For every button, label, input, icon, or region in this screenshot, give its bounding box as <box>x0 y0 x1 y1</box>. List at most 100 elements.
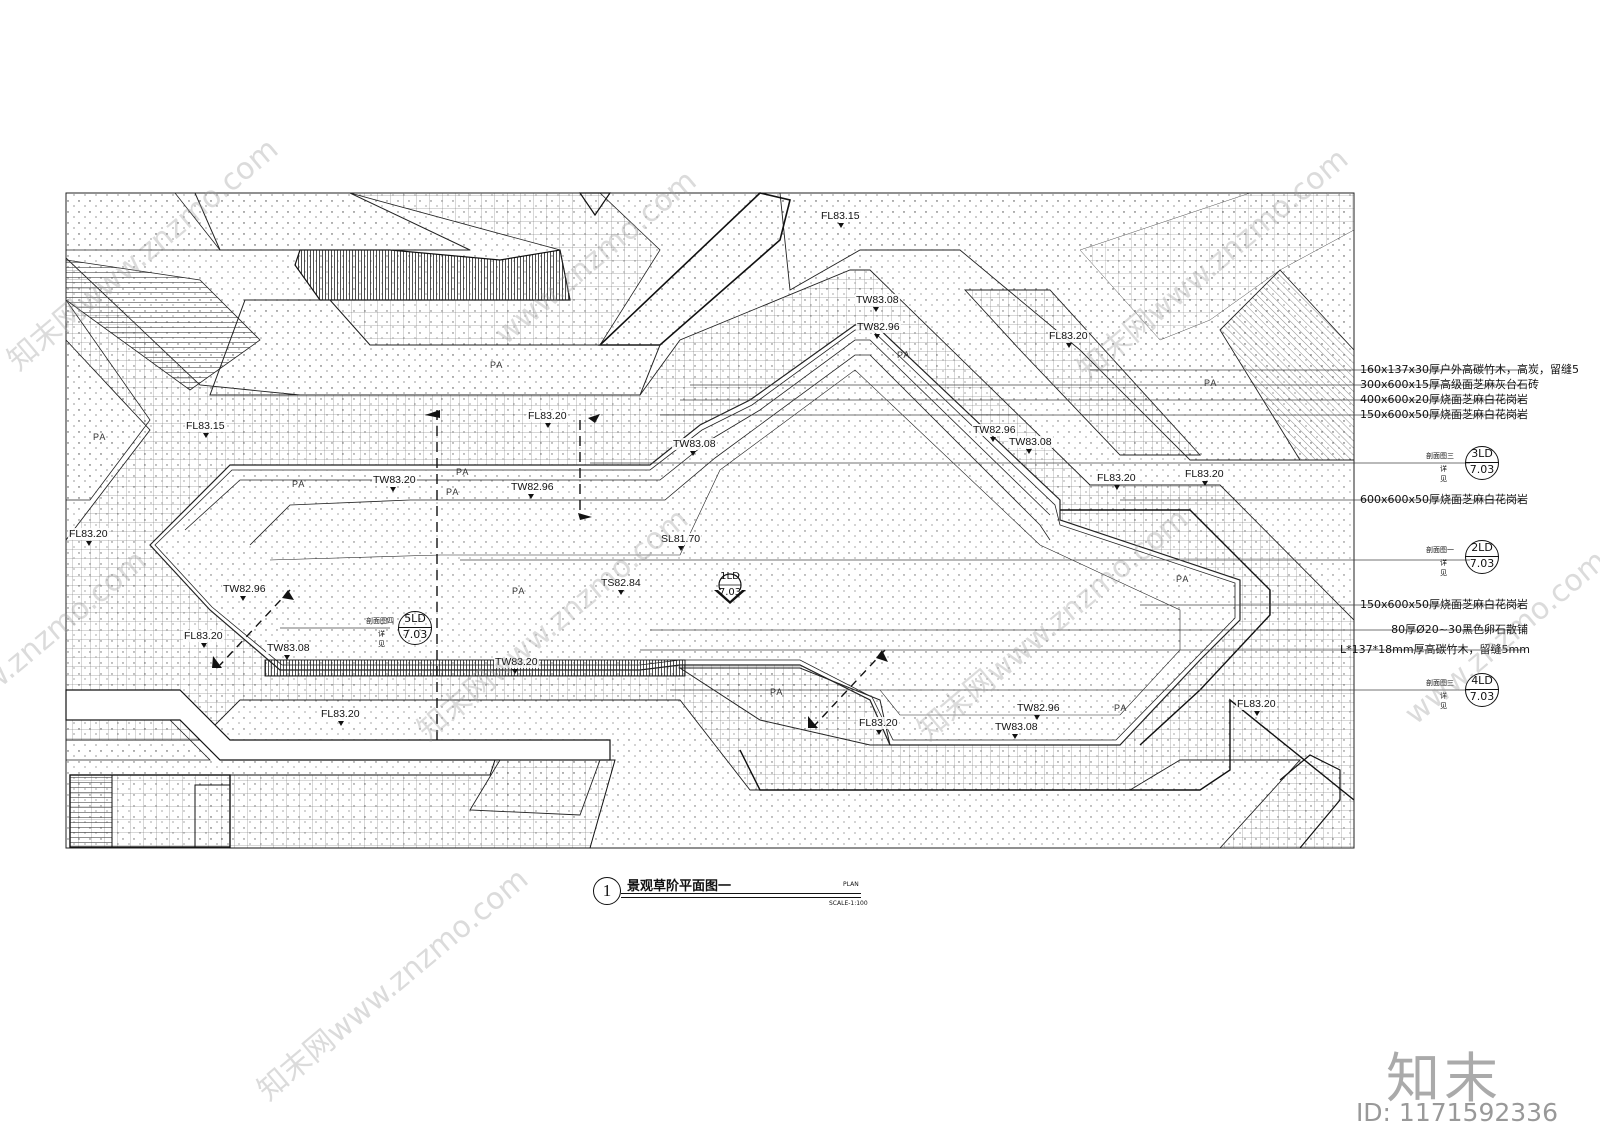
section-mark-bottom: 7.03 <box>1469 690 1495 703</box>
elevation-label-sl: SL81.70 <box>660 533 702 545</box>
elevation-marker-icon <box>203 433 209 438</box>
elevation-label-tw-11: TW82.96 <box>1016 702 1061 714</box>
bottom-center-planter <box>469 759 601 816</box>
elevation-marker-icon <box>1254 711 1260 716</box>
index-mark: 1LD 7.03 <box>712 568 752 608</box>
drawing-title-block: 1 景观草阶平面图一 PLAN SCALE-1:100 <box>593 873 883 913</box>
elevation-marker-icon <box>618 590 624 595</box>
elevation-marker-icon <box>1114 485 1120 490</box>
brand-id: ID: 1171592336 <box>1355 1098 1558 1127</box>
elevation-marker-icon <box>528 494 534 499</box>
elevation-label-tw-4: TW82.96 <box>972 424 1017 436</box>
callout-text: 300x600x15厚高级面芝麻灰台石砖 <box>1360 378 1540 391</box>
index-mark-bottom: 7.03 <box>718 587 742 598</box>
planter-top-center <box>194 192 471 251</box>
left-dotted-zone <box>65 298 151 501</box>
scale-label: SCALE-1:100 <box>829 900 868 907</box>
lower-right-bowl <box>739 698 1355 801</box>
elevation-label-tw-10: TW83.20 <box>494 656 539 668</box>
elevation-marker-icon <box>1026 449 1032 454</box>
section-mark-bottom: 7.03 <box>1469 463 1495 476</box>
section-mark-sub: 详见 <box>1440 559 1447 577</box>
section-mark-top: 3LD <box>1471 447 1493 460</box>
elevation-marker-icon <box>678 546 684 551</box>
pa-paving-label: PA <box>770 687 784 697</box>
elevation-marker-icon <box>838 223 844 228</box>
elevation-label-tw-1: TW83.08 <box>855 294 900 306</box>
pa-band-top <box>209 299 661 396</box>
pa-paving-label: PA <box>1204 378 1218 388</box>
elevation-marker-icon <box>284 655 290 660</box>
pa-paving-label: PA <box>446 487 460 497</box>
callout-text: 160x137x30厚户外高碳竹木，高炭，留缝5 <box>1360 363 1580 376</box>
section-mark-top: 5LD <box>404 612 426 625</box>
elevation-label-tw-9: TW83.08 <box>266 642 311 654</box>
elevation-label-tw-6: TW83.20 <box>372 474 417 486</box>
elevation-marker-icon <box>990 437 996 442</box>
pa-paving-label: PA <box>512 586 526 596</box>
drawing-title: 景观草阶平面图一 <box>627 879 732 894</box>
section-mark-bottom: 7.03 <box>402 628 428 641</box>
section-mark-label: 剖面图一 <box>1426 546 1454 554</box>
elevation-marker-icon <box>545 423 551 428</box>
lower-right-planter <box>678 667 891 746</box>
elevation-label-fl-mid: FL83.20 <box>527 410 568 422</box>
section-mark-sub: 详见 <box>378 630 385 648</box>
section-mark-top: 2LD <box>1471 541 1493 554</box>
elevation-marker-icon <box>201 643 207 648</box>
pa-paving-label: PA <box>490 360 504 370</box>
callout-text: 600x600x50厚烧面芝麻白花岗岩 <box>1359 493 1528 506</box>
elevation-marker-icon <box>873 307 879 312</box>
bottom-left-walk-2 <box>65 719 211 761</box>
elevation-marker-icon <box>1202 481 1208 486</box>
callout-text: 150x600x50厚烧面芝麻白花岗岩 <box>1360 408 1529 421</box>
callout-text: 150x600x50厚烧面芝麻白花岗岩 <box>1359 598 1528 611</box>
elevation-label-tw-12: TW83.08 <box>994 721 1039 733</box>
elevation-marker-icon <box>690 451 696 456</box>
pa-paving-label: PA <box>292 479 306 489</box>
section-mark-top: 4LD <box>1471 674 1493 687</box>
section-mark-label: 剖面图四 <box>366 617 394 625</box>
callout-text: 80厚Ø20~30黑色卵石散铺 <box>1391 623 1528 636</box>
callout-leaders <box>280 369 1525 691</box>
grid-strip-right <box>963 289 1202 456</box>
section-mark-label: 剖面图三 <box>1426 679 1454 687</box>
elevation-label-fl-bottom-left: FL83.20 <box>320 708 361 720</box>
elevation-marker-icon <box>876 730 882 735</box>
elevation-label-fl-left: FL83.15 <box>185 420 226 432</box>
elevation-label-tw-7: TW82.96 <box>510 481 555 493</box>
section-mark-sub: 详见 <box>1440 692 1447 710</box>
plan-label: PLAN <box>843 881 859 888</box>
callout-text: 400x600x20厚烧面芝麻白花岗岩 <box>1360 393 1529 406</box>
pa-paving-label: PA <box>456 467 470 477</box>
elevation-marker-icon <box>512 669 518 674</box>
elevation-label-tw-8: TW82.96 <box>222 583 267 595</box>
pa-paving-label: PA <box>93 432 107 442</box>
elevation-label-fl-far-left: FL83.20 <box>68 528 109 540</box>
elevation-marker-icon <box>338 721 344 726</box>
elevation-marker-icon <box>1012 734 1018 739</box>
elevation-marker-icon <box>240 596 246 601</box>
elevation-marker-icon <box>86 541 92 546</box>
elevation-label-tw-3: TW83.08 <box>672 438 717 450</box>
elevation-marker-icon <box>874 334 880 339</box>
pa-paving-label: PA <box>1176 574 1190 584</box>
brand-logo-text: 知末 <box>1386 1047 1502 1110</box>
index-triangle-icon <box>714 573 746 604</box>
index-mark-top: 1LD <box>720 571 740 582</box>
elevation-marker-icon <box>1034 715 1040 720</box>
elevation-label-fl-top: FL83.15 <box>820 210 861 222</box>
right-curve <box>1060 509 1271 746</box>
section-mark-label: 剖面图三 <box>1426 452 1454 460</box>
pa-paving-label: PA <box>897 350 911 360</box>
elevation-label-tw-2: TW82.96 <box>856 321 901 333</box>
elevation-label-fl-left-2: FL83.20 <box>183 630 224 642</box>
elevation-label-fl-bottom-mid: FL83.20 <box>858 717 899 729</box>
callout-text: L*137*18mm厚高碳竹木，留缝5mm <box>1340 643 1530 656</box>
elevation-label-fl-right-1: FL83.20 <box>1096 472 1137 484</box>
elevation-marker-icon <box>1066 343 1072 348</box>
elevation-label-tw-5: TW83.08 <box>1008 436 1053 448</box>
drawing-number-circle: 1 <box>593 877 621 905</box>
grid-block-mid-right <box>1079 192 1355 341</box>
